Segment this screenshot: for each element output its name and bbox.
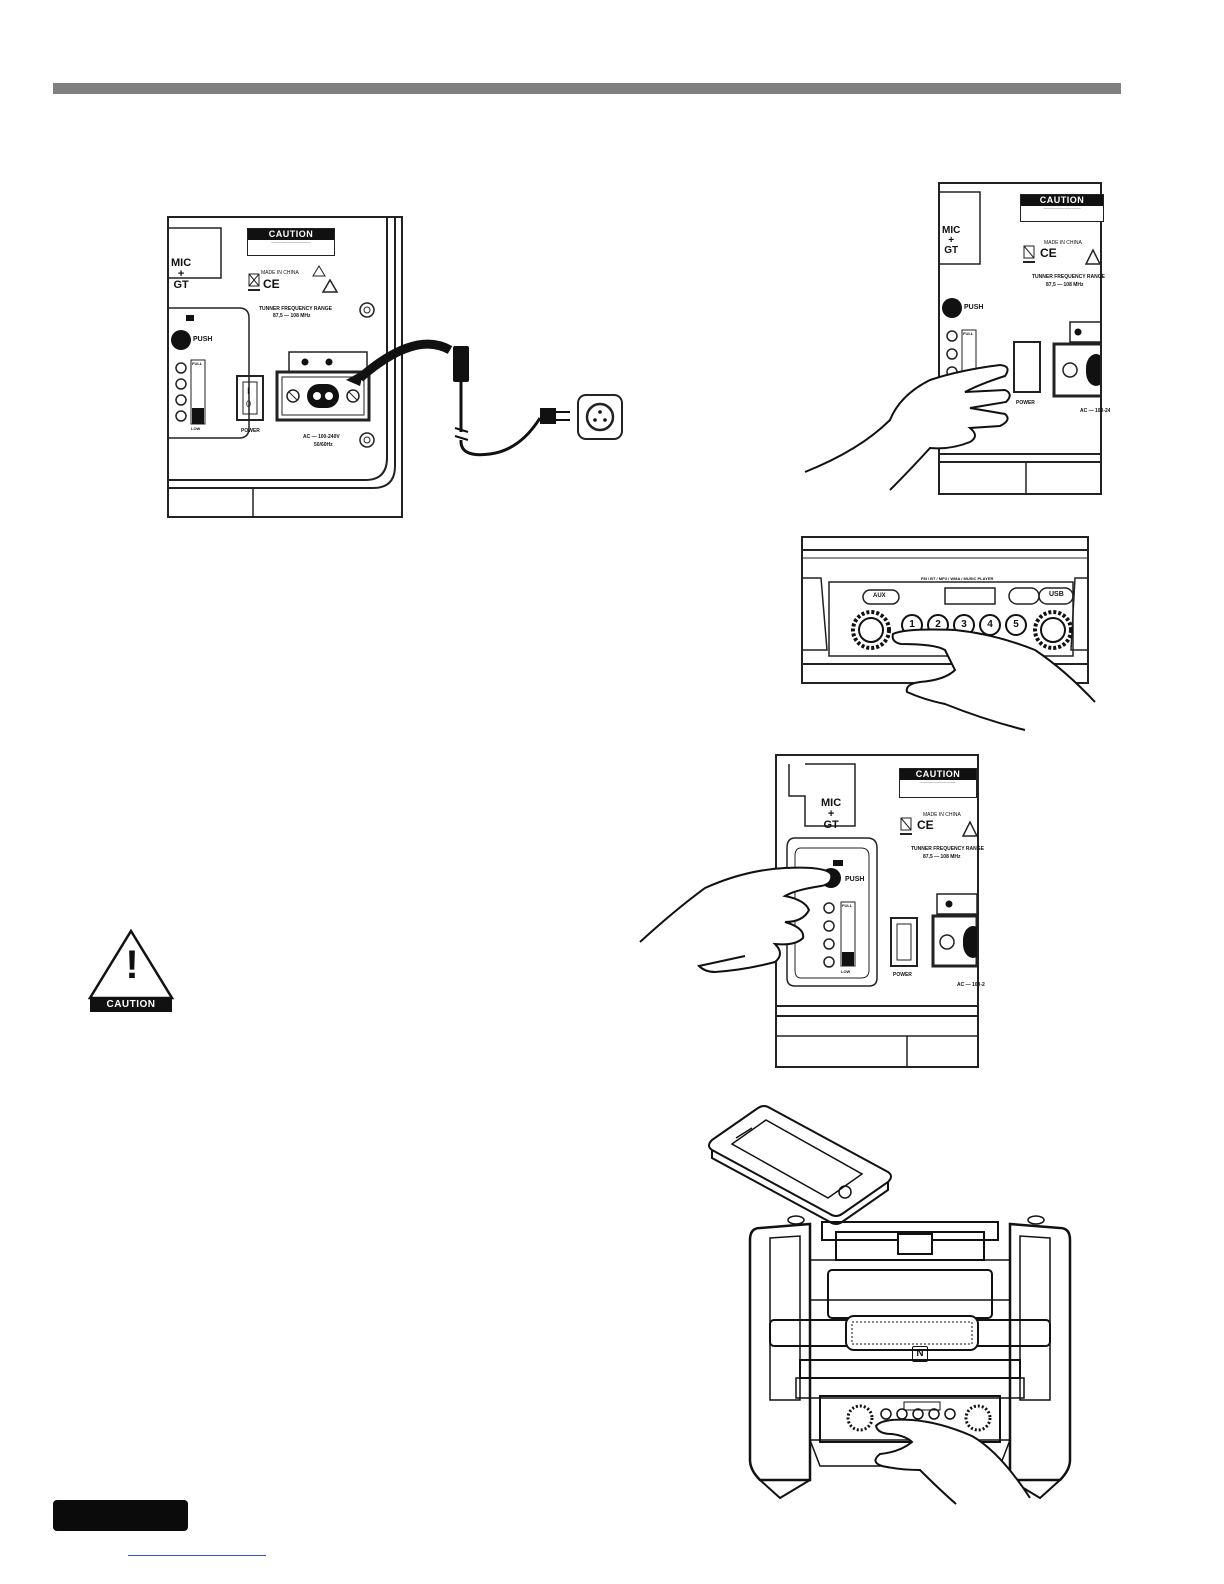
header-rule	[53, 83, 1121, 94]
low-label: LOW	[191, 426, 201, 431]
mic-gt-label: MIC + GT	[171, 257, 192, 291]
caution-warning-icon	[88, 928, 175, 1012]
figure-power-connection: MIC + GT CAUTION ~~~~~~~~~~~~~~~~~ MADE …	[160, 210, 660, 530]
hand-pressing-nfc-icon	[874, 1418, 1031, 1505]
rear-panel-battery: MIC + GT CAUTION ~~~~~~~~~~~~~~~ MADE IN…	[775, 754, 985, 1068]
push-label-2: PUSH	[964, 304, 984, 311]
nfc-logo-icon: N	[912, 1346, 928, 1362]
full-label-3: FULL	[842, 903, 853, 908]
tuner-range-2: 87,5 — 108 MHz	[1046, 282, 1084, 288]
low-label-3: LOW	[841, 969, 851, 974]
wall-plug-icon	[540, 408, 556, 424]
footer-link-underline[interactable]	[128, 1555, 266, 1556]
made-in-label-2: MADE IN CHINA	[1044, 240, 1082, 246]
hand-pressing-button-icon	[891, 628, 1096, 731]
wall-outlet-icon	[577, 394, 623, 440]
power-cord-and-outlet	[346, 339, 623, 457]
mic-gt-label-2: MIC + GT	[942, 225, 961, 256]
power-label: POWER	[241, 428, 260, 434]
mic-gt-label-3: MIC + GT	[821, 797, 842, 831]
player-title: FM / BT / MP3 / WMA / MUSIC PLAYER	[921, 576, 994, 581]
tuner-label-2: TUNNER FREQUENCY RANGE	[1032, 274, 1105, 280]
hz-label: 50/60Hz	[314, 442, 333, 448]
aux-button[interactable]: AUX	[873, 593, 886, 599]
caution-sticker: CAUTION ~~~~~~~~~~~~~~~~~	[247, 228, 335, 256]
push-label: PUSH	[193, 336, 213, 343]
caution-sticker-title-3: CAUTION	[900, 769, 976, 780]
full-label-2: FULL	[963, 331, 974, 336]
figure-nfc-pairing: N	[700, 1100, 1120, 1505]
tuner-range-3: 87,5 — 108 MHz	[923, 854, 961, 860]
power-label-3: POWER	[893, 972, 912, 978]
figure-front-controls: FM / BT / MP3 / WMA / MUSIC PLAYER AUX U…	[795, 530, 1115, 740]
battery-push-button[interactable]: PUSH	[845, 876, 865, 883]
tuner-label-3: TUNNER FREQUENCY RANGE	[911, 846, 984, 852]
usb-port[interactable]: USB	[1049, 591, 1064, 598]
rear-panel-outline	[169, 218, 396, 516]
tuner-range: 87,5 — 108 MHz	[273, 313, 311, 319]
figure-battery-check: MIC + GT CAUTION ~~~~~~~~~~~~~~~ MADE IN…	[635, 750, 985, 1072]
preset-button-5[interactable]: 5	[1005, 614, 1027, 636]
smartphone-icon	[708, 1105, 892, 1225]
rear-panel: MIC + GT CAUTION ~~~~~~~~~~~~~~~~~ MADE …	[167, 216, 403, 518]
ac-label: AC — 100-240V	[303, 434, 340, 440]
ac-label-3: AC — 100-240V	[957, 982, 985, 988]
tuner-label: TUNNER FREQUENCY RANGE	[259, 306, 332, 312]
ce-mark-3: CE	[917, 818, 934, 832]
switch-off-label: 0	[246, 399, 252, 409]
power-label-2: POWER	[1016, 400, 1035, 406]
hand-pressing-push-icon	[639, 866, 833, 974]
warning-exclamation: !	[125, 943, 139, 987]
caution-sticker-2: CAUTION ~~~~~~~~~~~~~~~~	[1020, 194, 1104, 222]
hand-pressing-switch-icon	[804, 363, 1011, 491]
page-number-badge	[53, 1500, 188, 1531]
ce-mark: CE	[263, 277, 280, 291]
caution-sticker-title-2: CAUTION	[1021, 195, 1103, 206]
switch-on-label: I	[247, 386, 250, 396]
caution-sticker-title: CAUTION	[248, 229, 334, 240]
figure-power-switch: MIC + GT CAUTION ~~~~~~~~~~~~~~~~ MADE I…	[800, 180, 1110, 500]
ce-mark-2: CE	[1040, 246, 1057, 260]
ac-label-2: AC — 100-240V	[1080, 408, 1110, 414]
made-in-label-3: MADE IN CHINA	[923, 812, 961, 818]
insert-arrow-icon	[346, 370, 364, 386]
full-label: FULL	[192, 361, 203, 366]
speaker-unit-front	[748, 1215, 1072, 1500]
warning-caution-label: CAUTION	[106, 999, 156, 1010]
caution-sticker-3: CAUTION ~~~~~~~~~~~~~~~	[899, 768, 977, 798]
rear-panel-closeup: MIC + GT CAUTION ~~~~~~~~~~~~~~~~ MADE I…	[938, 182, 1110, 495]
cord-connector-icon	[453, 346, 469, 382]
made-in-label: MADE IN CHINA	[261, 270, 299, 276]
